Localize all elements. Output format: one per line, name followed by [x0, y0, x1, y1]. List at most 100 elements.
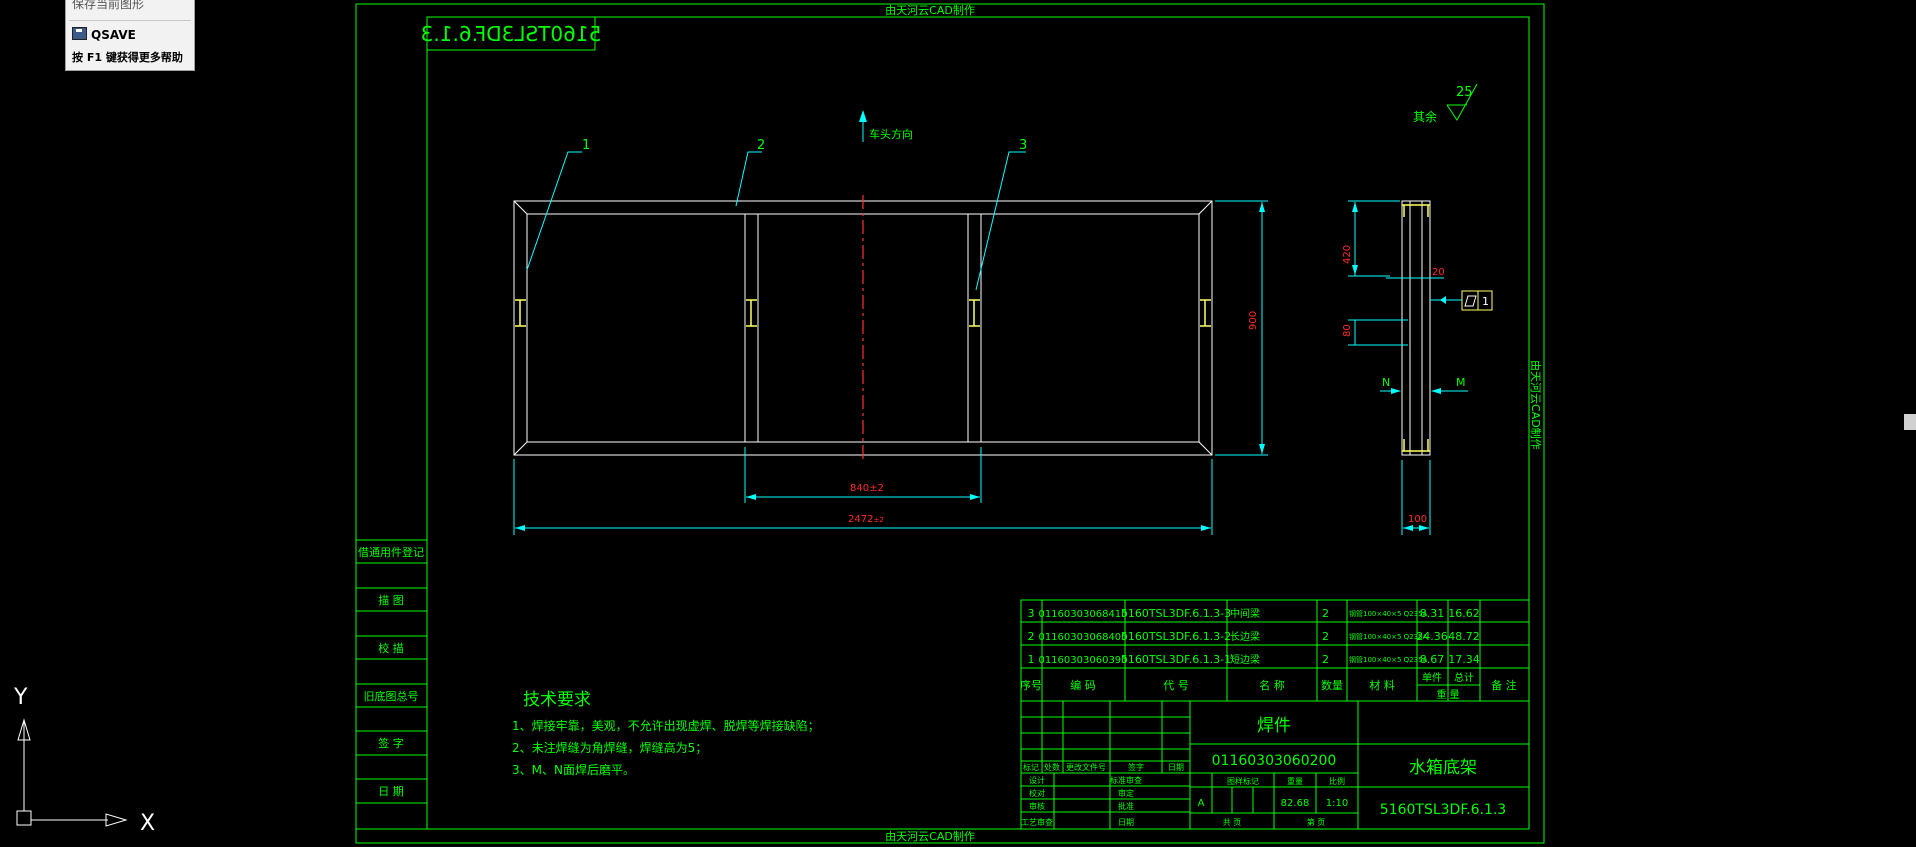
section-m: M — [1456, 376, 1466, 389]
ucs-x-label: X — [140, 811, 155, 836]
svg-text:更改文件号: 更改文件号 — [1066, 762, 1106, 772]
svg-text:编 码: 编 码 — [1070, 678, 1096, 692]
side-dim-80: 80 — [1342, 324, 1353, 337]
inner-border — [426, 16, 1530, 830]
direction-label: 车头方向 — [869, 127, 913, 141]
bom-row-3[interactable]: 3 01160303068410 5160TSL3DF.6.1.3-3 中间梁 … — [1028, 607, 1480, 620]
tooltip-command: QSAVE — [91, 28, 136, 42]
watermark-bottom: 由天河云CAD制作 — [885, 829, 975, 843]
dim-height: 900 — [1248, 311, 1259, 330]
bom-material: 钢管100×40×5 Q235A — [1349, 632, 1428, 641]
bom-seq: 3 — [1028, 607, 1035, 620]
svg-text:签字: 签字 — [1128, 762, 1144, 772]
tooltip-command-row: QSAVE — [72, 27, 136, 42]
svg-text:设计: 设计 — [1029, 775, 1045, 785]
svg-text:处数: 处数 — [1044, 762, 1060, 772]
title-part-name: 水箱底架 — [1409, 758, 1477, 778]
ucs-icon — [16, 718, 128, 827]
svg-text:重量: 重量 — [1287, 776, 1303, 786]
roughness-value: 25 — [1456, 85, 1473, 100]
bom-code: 01160303068410 — [1038, 609, 1127, 620]
side-dim-100: 100 — [1408, 514, 1427, 525]
balloon-1: 1 — [582, 138, 590, 153]
balloon-2: 2 — [757, 138, 765, 153]
drawing-code-box — [426, 16, 596, 51]
svg-text:材 料: 材 料 — [1369, 678, 1395, 692]
side-weld-marks — [1402, 204, 1430, 452]
svg-text:日期: 日期 — [1118, 818, 1134, 827]
svg-text:日期: 日期 — [1168, 763, 1184, 772]
side-dimensions — [1348, 200, 1468, 535]
weld-marks — [515, 299, 1211, 327]
watermark-top: 由天河云CAD制作 — [885, 3, 975, 17]
svg-text:数量: 数量 — [1321, 679, 1343, 692]
svg-text:审定: 审定 — [1118, 788, 1134, 798]
svg-text:比例: 比例 — [1329, 776, 1345, 786]
bom-seq: 2 — [1028, 630, 1035, 643]
title-small-labels: 图样标记 重量 比例 共 页 第 页 标记 处数 更改文件号 签字 日期 设计 … — [1021, 762, 1345, 827]
svg-text:工艺审查: 工艺审查 — [1021, 817, 1053, 827]
title-type-label: 焊件 — [1257, 716, 1291, 736]
bom-unit-weight: 8.67 — [1420, 653, 1445, 666]
strip-item-3: 校 描 — [378, 641, 404, 655]
strip-item-5: 签 字 — [378, 736, 404, 750]
svg-text:总计: 总计 — [1454, 671, 1474, 684]
section-n: N — [1382, 376, 1390, 389]
front-dim-arrows — [515, 202, 1265, 531]
left-strip — [355, 539, 428, 830]
side-dim-arrows — [1352, 202, 1441, 531]
watermark-right: 由天河云CAD制作 — [1529, 360, 1543, 450]
bom-total-weight: 17.34 — [1448, 653, 1480, 666]
title-drawing-code: 5160TSL3DF.6.1.3 — [1380, 802, 1506, 818]
svg-text:名 称: 名 称 — [1259, 678, 1285, 692]
bom-material: 钢管100×40×5 Q235A — [1349, 655, 1428, 664]
bom-grid — [1020, 599, 1530, 702]
title-block-grid — [1020, 700, 1530, 830]
svg-text:标准审查: 标准审查 — [1110, 775, 1142, 785]
bom-material: 钢管100×40×5 Q235A — [1349, 609, 1428, 618]
svg-text:单件: 单件 — [1422, 672, 1442, 684]
strip-item-4: 旧底图总号 — [364, 689, 419, 703]
bom-qty: 2 — [1322, 653, 1329, 666]
side-view — [1401, 200, 1431, 456]
title-mark: A — [1198, 798, 1205, 809]
bom-code: 01160303060390 — [1038, 655, 1127, 666]
tech-line-1: 1、焊接牢靠，美观，不允许出现虚焊、脱焊等焊接缺陷； — [512, 718, 820, 733]
bom-part: 5160TSL3DF.6.1.3-1 — [1121, 653, 1231, 666]
svg-text:备 注: 备 注 — [1491, 678, 1517, 692]
tooltip-help: 按 F1 键获得更多帮助 — [72, 51, 183, 64]
bom-row-1[interactable]: 1 01160303060390 5160TSL3DF.6.1.3-1 短边梁 … — [1028, 653, 1480, 666]
front-dimensions — [513, 200, 1268, 535]
strip-item-1: 借通用件登记 — [358, 545, 424, 559]
svg-text:标记: 标记 — [1023, 762, 1039, 772]
bom-unit-weight: 24.36 — [1416, 630, 1448, 643]
drawing-code-mirrored: 5160TSL3DF.6.1.3 — [421, 22, 602, 46]
ucs-y-label: Y — [13, 685, 28, 710]
side-dim-20: 20 — [1432, 267, 1445, 278]
bom-unit-weight: 8.31 — [1420, 607, 1445, 620]
bom-row-2[interactable]: 2 01160303068400 5160TSL3DF.6.1.3-2 长边梁 … — [1028, 630, 1480, 643]
save-icon — [72, 27, 87, 40]
flatness-frame — [1440, 290, 1493, 311]
svg-text:序号: 序号 — [1020, 678, 1042, 692]
dim-total-width: 2472±2 — [848, 514, 884, 525]
outer-border — [355, 3, 1545, 844]
svg-text:批准: 批准 — [1118, 801, 1134, 811]
bom-name: 短边梁 — [1230, 653, 1260, 666]
tech-title: 技术要求 — [523, 690, 591, 710]
balloon-3: 3 — [1019, 138, 1027, 153]
tech-line-3: 3、M、N面焊后磨平。 — [512, 762, 635, 777]
vertical-scrollbar-thumb[interactable] — [1904, 414, 1916, 430]
title-scale: 1:10 — [1326, 798, 1348, 809]
roughness-symbol — [1446, 83, 1478, 121]
svg-text:图样标记: 图样标记 — [1227, 776, 1259, 786]
svg-text:重 量: 重 量 — [1436, 688, 1459, 701]
strip-item-6: 日 期 — [378, 785, 404, 798]
balloon-leaders — [526, 151, 1026, 291]
direction-arrow-head — [859, 110, 867, 122]
bom-qty: 2 — [1322, 607, 1329, 620]
bom-seq: 1 — [1028, 653, 1035, 666]
bom-part: 5160TSL3DF.6.1.3-2 — [1121, 630, 1231, 643]
svg-text:共 页: 共 页 — [1223, 818, 1242, 827]
